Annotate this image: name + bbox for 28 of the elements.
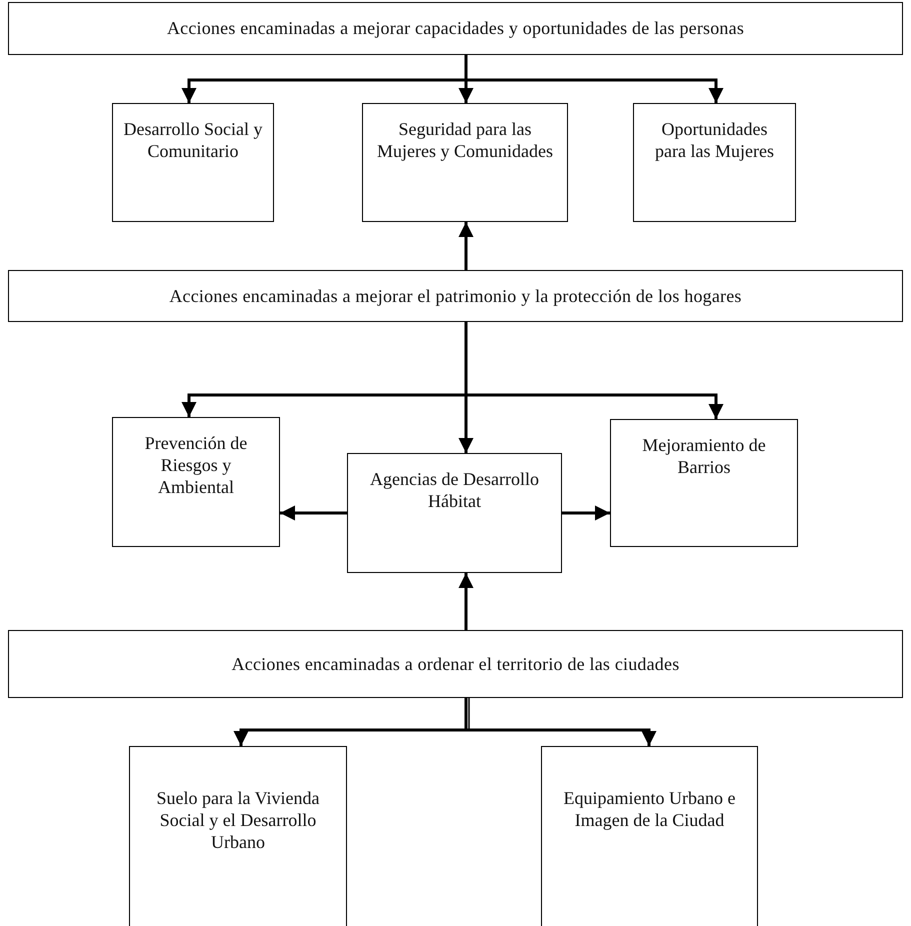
arrow [458,573,474,630]
box-label: Prevención de Riesgos y Ambiental [144,432,248,498]
arrow [458,222,474,270]
heading-band [8,270,903,322]
arrow [464,322,724,419]
arrow [464,55,724,103]
process-box [347,453,562,573]
box-label: Agencias de Desarrollo Hábitat [369,468,540,512]
heading-band [8,630,903,698]
process-box [633,103,796,222]
process-box [362,103,568,222]
arrow [280,506,347,520]
band-label: Acciones encaminadas a mejorar capacidades y oportunidades de las personas [166,18,744,39]
process-box [610,419,798,547]
box-label: Suelo para la Vivienda Social y el Desarrollo Urbano [155,787,321,853]
heading-band [8,2,903,55]
process-box [129,746,347,926]
box-label: Equipamiento Urbano e Imagen de la Ciudad [562,787,736,831]
process-box [112,417,280,547]
band-label: Acciones encaminadas a mejorar el patrimonio y la protección de los hogares [169,286,742,306]
process-box [112,103,274,222]
process-box [541,746,758,926]
box-label: Desarrollo Social y Comunitario [123,118,263,162]
box-label: Mejoramiento de Barrios [641,434,767,478]
band-label: Acciones encaminadas a ordenar el territorio de las ciudades [232,654,680,674]
box-label: Oportunidades para las Mujeres [654,118,775,162]
box-label: Seguridad para las Mujeres y Comunidades [376,118,554,162]
arrow [562,506,610,520]
